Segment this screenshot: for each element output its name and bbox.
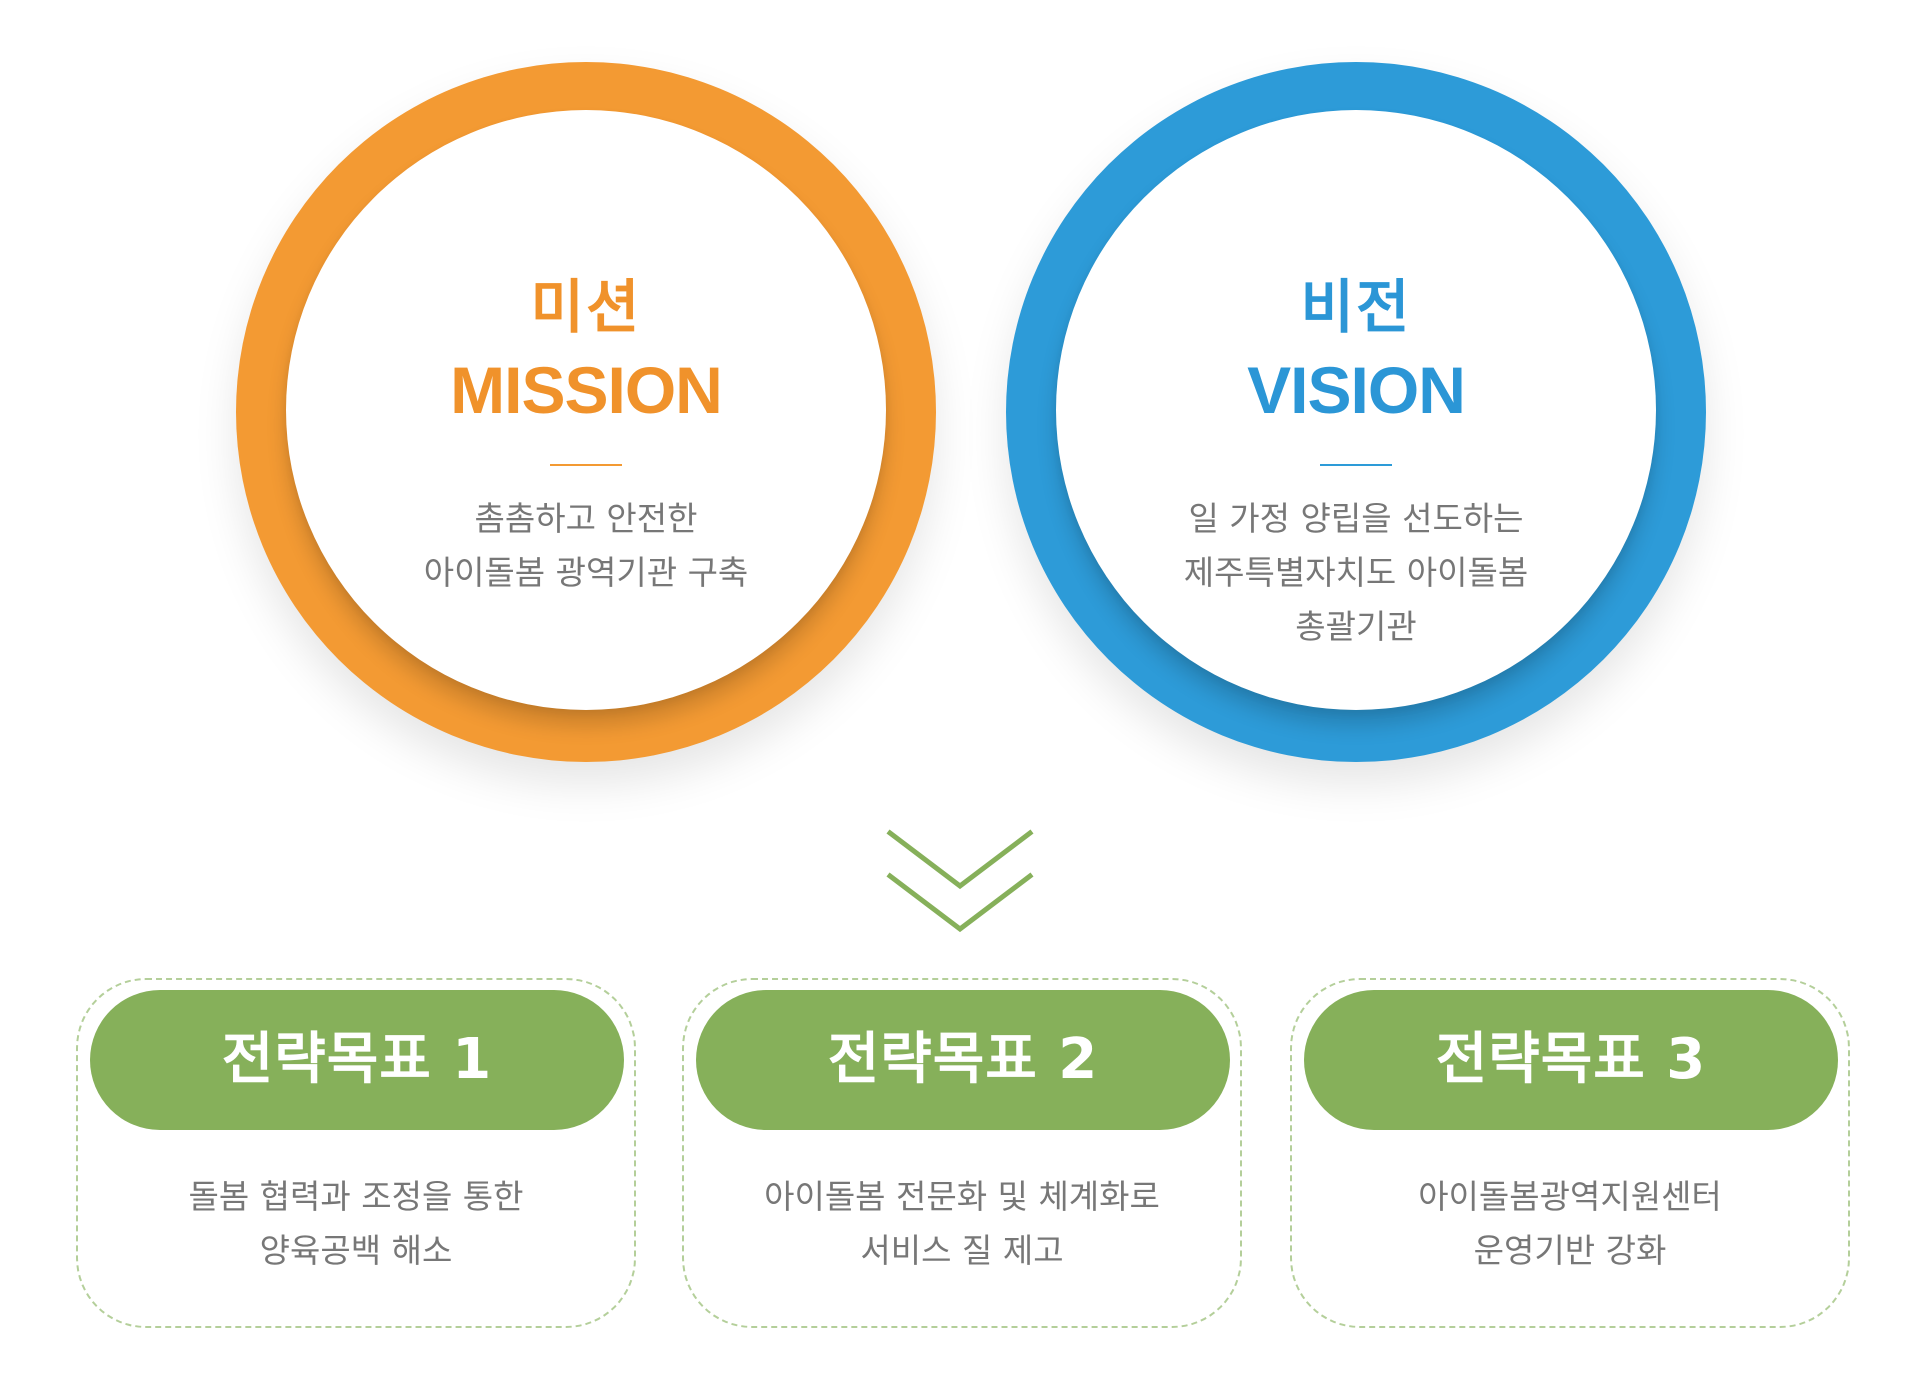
goal-desc-line: 운영기반 강화: [1473, 1231, 1667, 1270]
goal-card-2: 전략목표 2 아이돌봄 전문화 및 체계화로 서비스 질 제고: [682, 978, 1242, 1328]
vision-title-ko: 비전: [1300, 273, 1412, 341]
vision-circle: 비전 VISION 일 가정 양립을 선도하는 제주특별자치도 아이돌봄 총괄기…: [1006, 62, 1706, 762]
goal-card-1: 전략목표 1 돌봄 협력과 조정을 통한 양육공백 해소: [76, 978, 636, 1328]
goal-label-1: 전략목표 1: [90, 990, 624, 1130]
goal-desc-line: 아이돌봄광역지원센터: [1418, 1177, 1722, 1216]
vision-desc-line: 총괄기관: [1295, 607, 1417, 646]
mission-desc-line: 촘촘하고 안전한: [474, 499, 698, 538]
goal-description-3: 아이돌봄광역지원센터 운영기반 강화: [1312, 1170, 1828, 1278]
goal-description-1: 돌봄 협력과 조정을 통한 양육공백 해소: [98, 1170, 614, 1278]
goal-desc-line: 돌봄 협력과 조정을 통한: [188, 1177, 524, 1216]
vision-description: 일 가정 양립을 선도하는 제주특별자치도 아이돌봄 총괄기관: [1096, 492, 1616, 654]
vision-divider: [1320, 464, 1392, 466]
goal-label-3: 전략목표 3: [1304, 990, 1838, 1130]
goal-card-3: 전략목표 3 아이돌봄광역지원센터 운영기반 강화: [1290, 978, 1850, 1328]
double-chevron-down-icon: [886, 829, 1034, 933]
goal-desc-line: 아이돌봄 전문화 및 체계화로: [764, 1177, 1160, 1216]
goal-label-2: 전략목표 2: [696, 990, 1230, 1130]
mission-circle: 미션 MISSION 촘촘하고 안전한 아이돌봄 광역기관 구축: [236, 62, 936, 762]
mission-title-en: MISSION: [450, 353, 723, 427]
mission-desc-line: 아이돌봄 광역기관 구축: [423, 553, 749, 592]
mission-divider: [550, 464, 622, 466]
mission-description: 촘촘하고 안전한 아이돌봄 광역기관 구축: [326, 492, 846, 600]
goal-desc-line: 양육공백 해소: [259, 1231, 453, 1270]
vision-title-en: VISION: [1247, 353, 1466, 427]
mission-title-ko: 미션: [530, 273, 642, 341]
vision-desc-line: 일 가정 양립을 선도하는: [1188, 499, 1524, 538]
mission-circle-inner: 미션 MISSION 촘촘하고 안전한 아이돌봄 광역기관 구축: [286, 110, 886, 710]
vision-circle-inner: 비전 VISION 일 가정 양립을 선도하는 제주특별자치도 아이돌봄 총괄기…: [1056, 110, 1656, 710]
goal-description-2: 아이돌봄 전문화 및 체계화로 서비스 질 제고: [704, 1170, 1220, 1278]
goal-desc-line: 서비스 질 제고: [860, 1231, 1064, 1270]
vision-desc-line: 제주특별자치도 아이돌봄: [1183, 553, 1529, 592]
